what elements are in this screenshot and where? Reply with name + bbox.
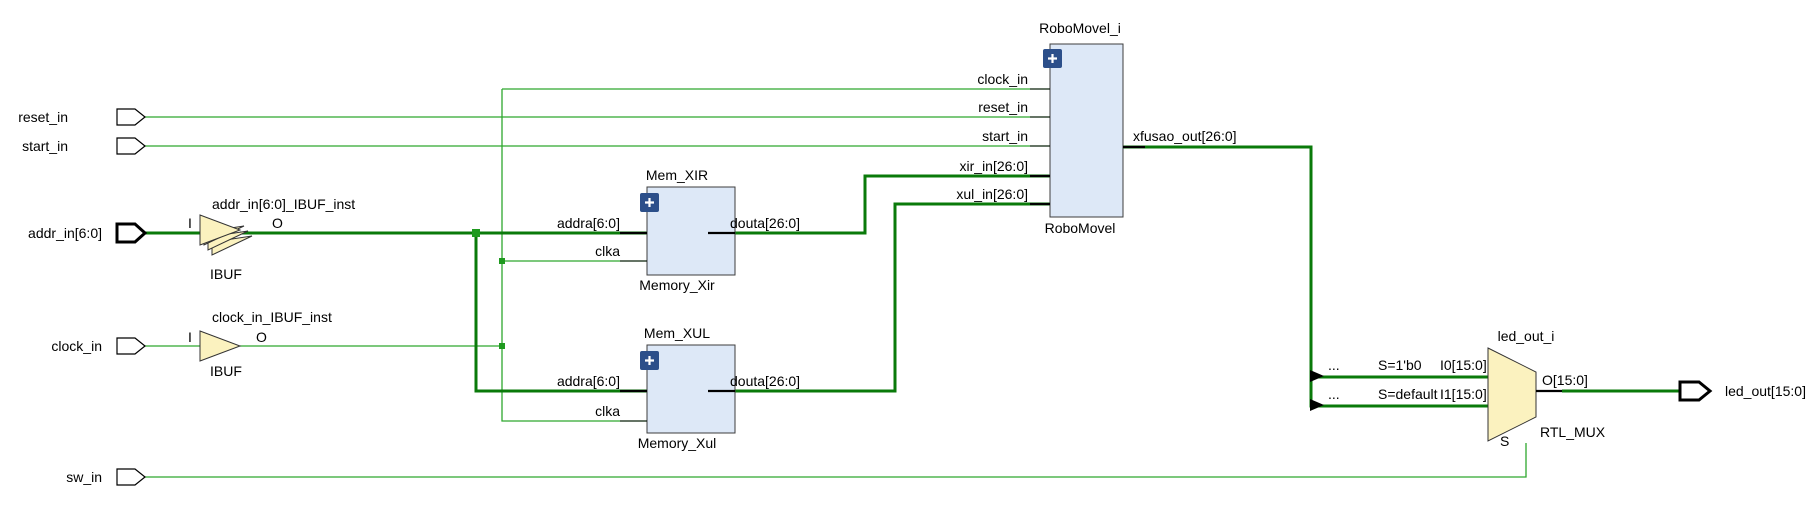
pin-label: clock_in xyxy=(977,71,1028,87)
pin-label: douta[26:0] xyxy=(730,373,800,389)
pin-label: addra[6:0] xyxy=(557,215,620,231)
port-sw-in[interactable]: sw_in xyxy=(66,468,146,486)
pentagon-port-icon xyxy=(116,337,146,355)
pentagon-port-icon xyxy=(116,108,146,126)
port-reset-in[interactable]: reset_in xyxy=(18,108,146,126)
pin-label: reset_in xyxy=(978,99,1028,115)
cell-label: IBUF xyxy=(210,266,242,282)
clock-ibuf[interactable]: clock_in_IBUF_inst I O IBUF xyxy=(188,309,332,379)
cell-label: Memory_Xul xyxy=(638,435,717,451)
net-xul-data[interactable] xyxy=(735,202,1050,393)
triangle-buffer-icon xyxy=(199,330,242,362)
pin-label: start_in xyxy=(982,128,1028,144)
pentagon-port-icon xyxy=(115,222,148,244)
pentagon-port-icon xyxy=(1678,380,1713,402)
pentagon-port-icon xyxy=(116,137,146,155)
net-clock[interactable] xyxy=(145,88,1050,422)
port-start-in[interactable]: start_in xyxy=(22,137,146,155)
addr-ibuf[interactable]: addr_in[6:0]_IBUF_inst I O IBUF xyxy=(188,196,355,282)
junction-dot xyxy=(472,229,480,237)
pin-label: I xyxy=(188,215,192,231)
junction-dot xyxy=(499,343,505,349)
bus-arrow-icon xyxy=(1310,370,1324,382)
net-xfusao[interactable] xyxy=(1123,145,1313,379)
pin-label: O[15:0] xyxy=(1542,372,1588,388)
ellipsis-label: ... xyxy=(1328,357,1340,373)
port-label: clock_in xyxy=(51,338,102,354)
pin-label: O xyxy=(272,215,283,231)
robomovel-block[interactable]: RoboMovel_i clock_in reset_in start_in x… xyxy=(956,20,1236,236)
pin-label: I0[15:0] xyxy=(1440,357,1487,373)
port-led-out[interactable]: led_out[15:0] xyxy=(1678,380,1806,402)
pin-label: addra[6:0] xyxy=(557,373,620,389)
port-label: led_out[15:0] xyxy=(1725,383,1806,399)
pin-label: clka xyxy=(595,403,620,419)
port-addr-in[interactable]: addr_in[6:0] xyxy=(28,222,148,244)
instance-label: Mem_XUL xyxy=(644,325,710,341)
trapezoid-mux-icon xyxy=(1487,347,1537,442)
pin-label: xir_in[26:0] xyxy=(960,158,1028,174)
select-condition: S=default xyxy=(1378,386,1438,402)
expand-button[interactable] xyxy=(1043,49,1062,68)
pin-label: I xyxy=(188,329,192,345)
net-sw[interactable] xyxy=(145,443,1527,478)
block-body xyxy=(646,186,736,276)
pin-label: S xyxy=(1500,433,1509,449)
select-condition: S=1'b0 xyxy=(1378,357,1422,373)
bus-arrow-icon xyxy=(1310,399,1324,411)
junction-dot xyxy=(499,258,505,264)
port-label: start_in xyxy=(22,138,68,154)
instance-label: Mem_XIR xyxy=(646,167,708,183)
expand-button[interactable] xyxy=(640,351,659,370)
expand-button[interactable] xyxy=(640,193,659,212)
net-xir-data[interactable] xyxy=(735,174,1050,235)
port-clock-in[interactable]: clock_in xyxy=(51,337,146,355)
port-label: addr_in[6:0] xyxy=(28,225,102,241)
mem-xir-block[interactable]: Mem_XIR addra[6:0] clka douta[26:0] Memo… xyxy=(557,167,800,293)
instance-label: led_out_i xyxy=(1498,328,1555,344)
pin-label: O xyxy=(256,329,267,345)
instance-label: RoboMovel_i xyxy=(1039,20,1121,36)
block-body xyxy=(646,344,736,434)
mem-xul-block[interactable]: Mem_XUL addra[6:0] clka douta[26:0] Memo… xyxy=(557,325,800,451)
led-mux-block[interactable]: led_out_i ... ... S=1'b0 S=default I0[15… xyxy=(1328,328,1606,449)
instance-label: addr_in[6:0]_IBUF_inst xyxy=(212,196,355,212)
port-label: reset_in xyxy=(18,109,68,125)
block-body xyxy=(1049,43,1124,218)
net-addr-buf[interactable] xyxy=(240,231,647,393)
cell-label: IBUF xyxy=(210,363,242,379)
pin-label: xul_in[26:0] xyxy=(956,186,1028,202)
pentagon-port-icon xyxy=(116,468,146,486)
cell-label: Memory_Xir xyxy=(639,277,715,293)
port-label: sw_in xyxy=(66,469,102,485)
pin-label: clka xyxy=(595,243,620,259)
pin-label: xfusao_out[26:0] xyxy=(1133,128,1237,144)
pin-label: douta[26:0] xyxy=(730,215,800,231)
cell-label: RTL_MUX xyxy=(1540,424,1606,440)
ellipsis-label: ... xyxy=(1328,386,1340,402)
nets-thin xyxy=(145,88,1527,478)
pin-label: I1[15:0] xyxy=(1440,386,1487,402)
cell-label: RoboMovel xyxy=(1045,220,1116,236)
triangle-buffer-icon xyxy=(199,214,242,246)
instance-label: clock_in_IBUF_inst xyxy=(212,309,332,325)
